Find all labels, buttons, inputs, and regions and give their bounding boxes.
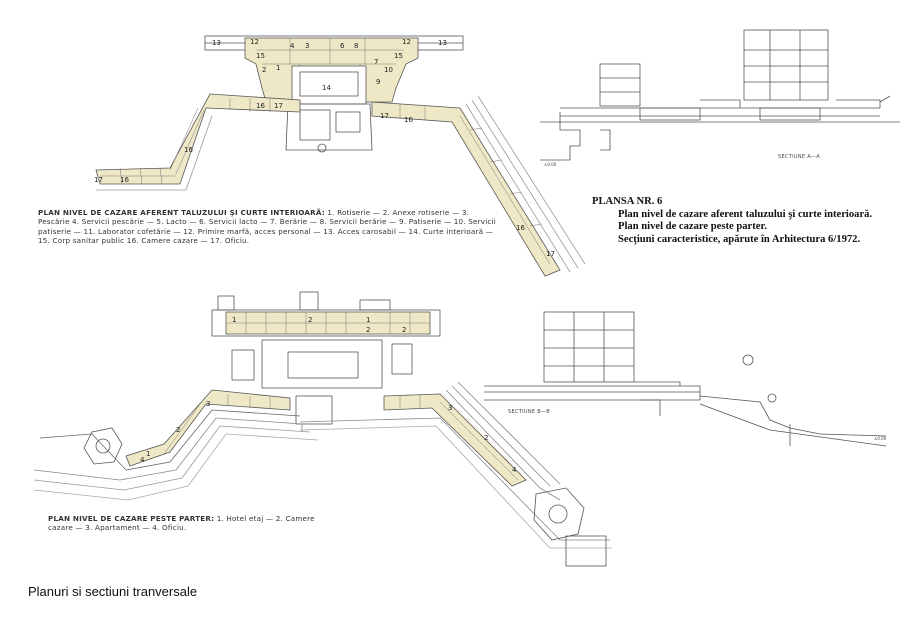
svg-text:15: 15 [256,52,265,60]
svg-text:1: 1 [232,316,236,324]
footer-caption: Planuri si sectiuni tranversale [28,584,198,599]
caption-top-plan: PLAN NIVEL DE CAZARE AFERENT TALUZULUI Ş… [38,208,503,246]
svg-text:13: 13 [212,39,221,47]
caption-top-items: 1. Rotiserie — 2. Anexe rotiserie — 3. P… [38,208,496,246]
svg-text:16: 16 [516,224,525,232]
svg-text:1: 1 [276,64,280,72]
plate-description: PLANSA NR. 6 Plan nivel de cazare aferen… [592,196,892,246]
svg-text:2: 2 [262,66,266,74]
section-b-b-label: SECTIUNE B—B [508,409,550,415]
svg-text:16: 16 [404,116,413,124]
svg-text:±0.00: ±0.00 [544,162,557,167]
svg-text:2: 2 [366,326,370,334]
section-a-a [540,29,900,161]
svg-text:±0.00: ±0.00 [874,436,887,441]
svg-text:13: 13 [438,39,447,47]
svg-text:16: 16 [184,146,193,154]
svg-text:4: 4 [512,466,517,474]
svg-text:12: 12 [402,38,411,46]
svg-text:10: 10 [384,66,393,74]
bottom-plan [33,291,612,567]
caption-bottom-title: PLAN NIVEL DE CAZARE PESTE PARTER: [48,514,215,523]
caption-bottom-items: 1. Hotel etaj — 2. Camere cazare — 3. Ap… [48,514,315,533]
svg-text:7: 7 [374,58,378,66]
svg-text:4: 4 [140,456,145,464]
svg-text:3: 3 [206,400,210,408]
svg-text:6: 6 [340,42,345,50]
svg-text:2: 2 [402,326,406,334]
svg-text:12: 12 [250,38,259,46]
svg-text:2: 2 [484,434,488,442]
svg-text:17: 17 [546,250,555,258]
svg-text:8: 8 [354,42,358,50]
svg-text:17: 17 [380,112,389,120]
top-plan [95,35,586,277]
svg-text:9: 9 [376,78,380,86]
caption-top-title: PLAN NIVEL DE CAZARE AFERENT TALUZULUI Ş… [38,208,325,217]
svg-text:14: 14 [322,84,331,92]
plate-line-1: Plan nivel de cazare aferent taluzului ş… [618,208,873,220]
svg-text:16: 16 [256,102,265,110]
caption-bottom-plan: PLAN NIVEL DE CAZARE PESTE PARTER: 1. Ho… [48,514,338,533]
svg-text:2: 2 [308,316,312,324]
svg-text:3: 3 [305,42,309,50]
section-b-b [484,311,887,447]
svg-text:4: 4 [290,42,295,50]
plate-title: PLANSA NR. 6 [592,196,663,207]
svg-text:16: 16 [120,176,129,184]
section-a-a-label: SECTIUNE A—A [778,154,820,160]
plate-line-2: Plan nivel de cazare peste parter. [618,221,767,233]
plate-line-3: Secţiuni caracteristice, apărute în Arhi… [618,233,861,245]
svg-text:2: 2 [176,426,180,434]
svg-text:17: 17 [274,102,283,110]
svg-text:1: 1 [146,450,150,458]
svg-text:3: 3 [448,404,452,412]
svg-text:15: 15 [394,52,403,60]
svg-text:17: 17 [94,176,103,184]
svg-text:1: 1 [366,316,370,324]
